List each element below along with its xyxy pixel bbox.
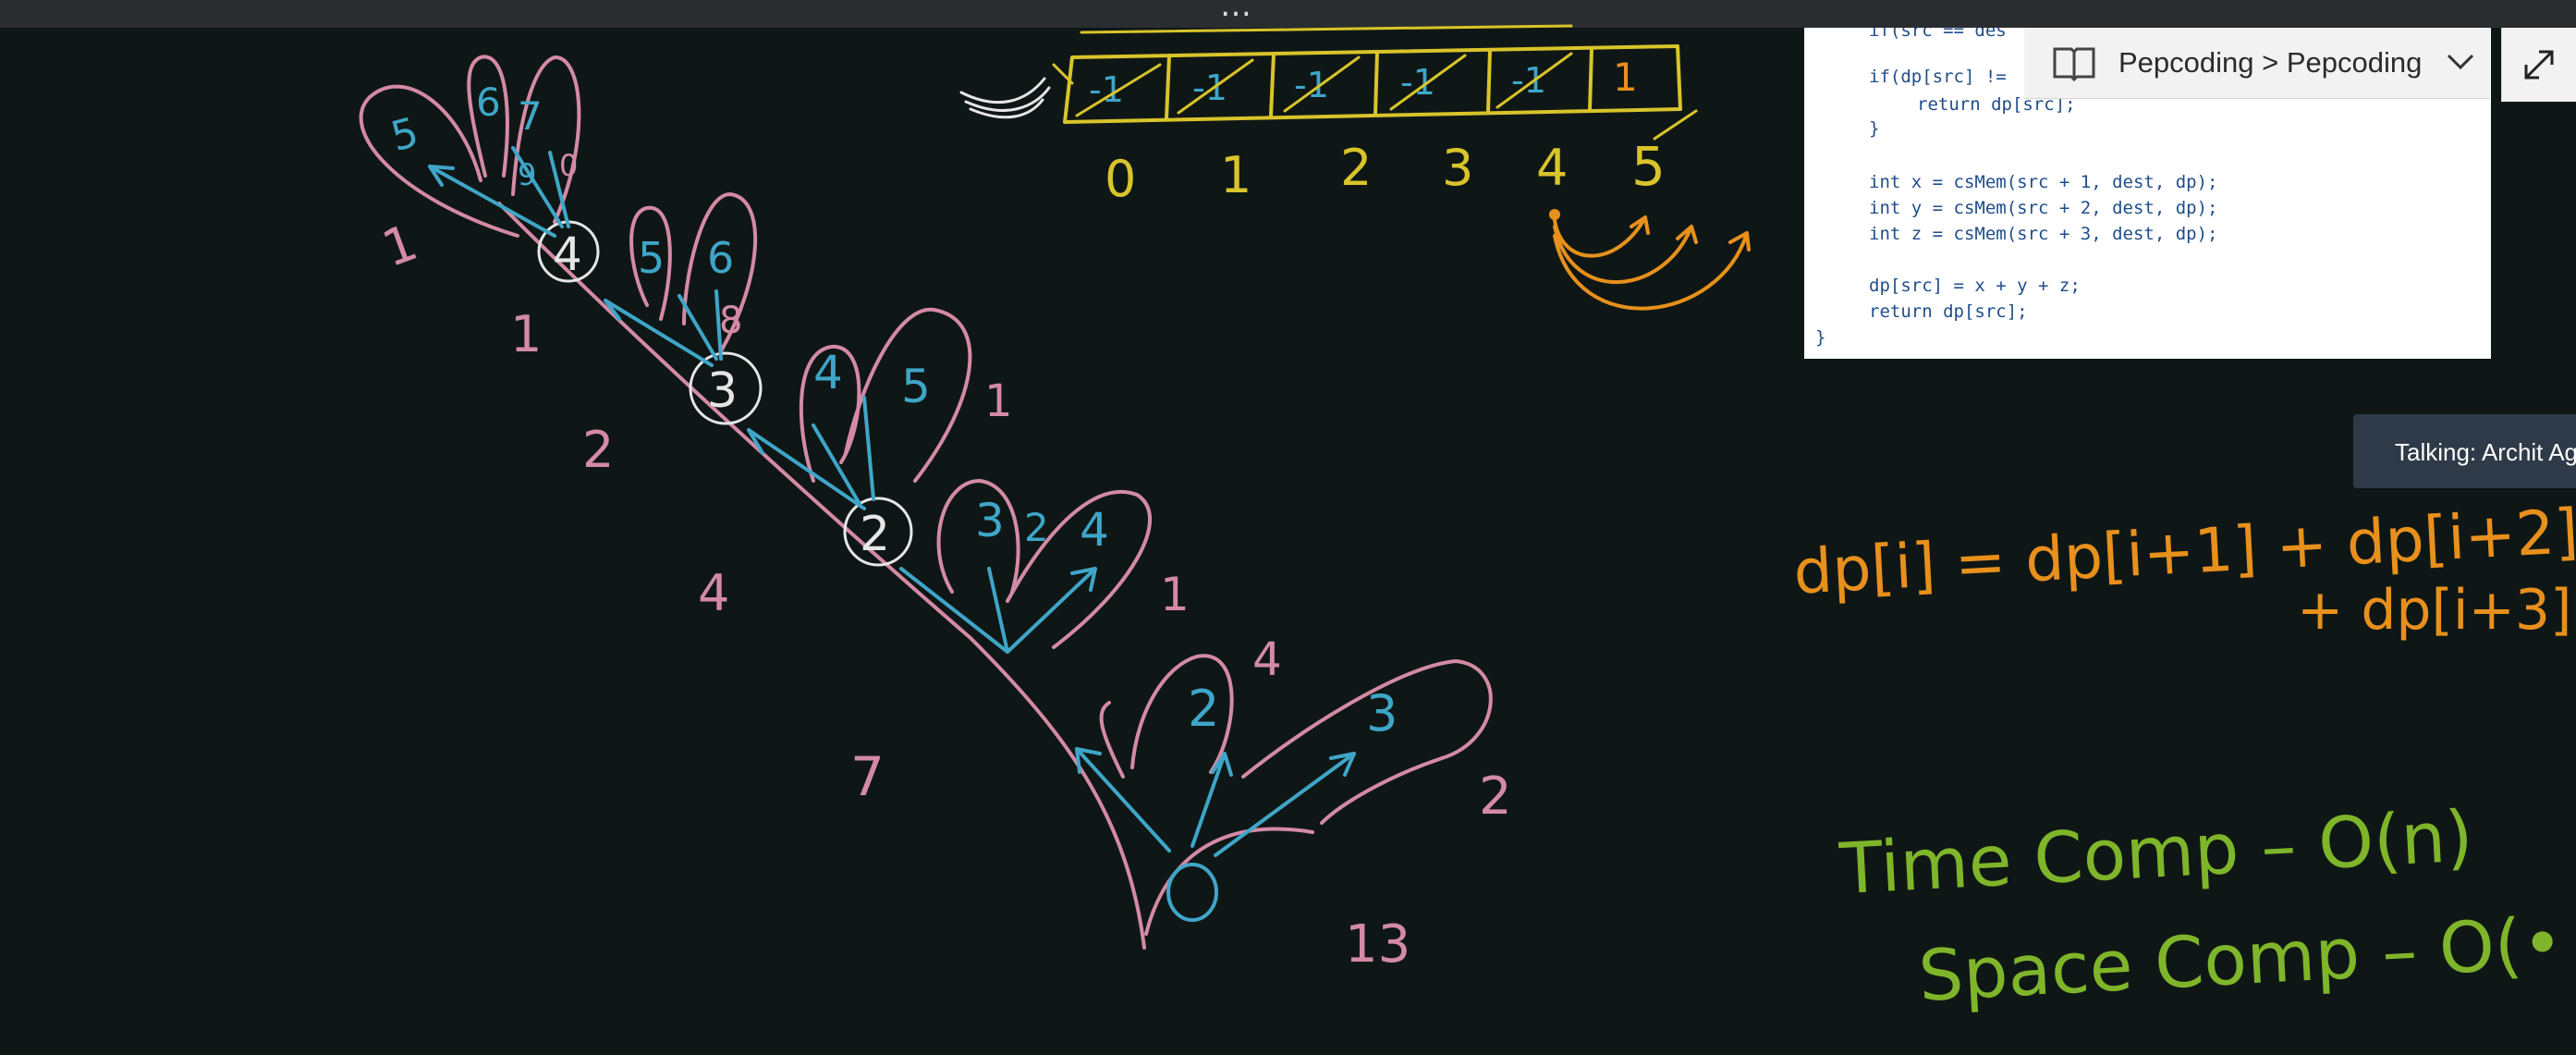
edge-arrow	[747, 428, 866, 510]
tab-title[interactable]: Pepcoding > Pepcoding	[2118, 46, 2423, 79]
space-complexity: Space Comp – O(•	[1917, 902, 2566, 1017]
dp-index: 3	[1442, 139, 1473, 197]
side-count: 1	[510, 305, 542, 363]
dp-index: 2	[1340, 139, 1372, 197]
more-options-icon[interactable]: …	[1220, 0, 1253, 24]
orange-arrow	[1553, 225, 1698, 285]
trunk-stroke	[497, 202, 1146, 950]
edge-arrow	[678, 289, 723, 361]
side-count: 1	[375, 213, 425, 278]
speaker-indicator: Talking: Archit Aggarwal	[2353, 414, 2576, 488]
time-complexity: Time Comp – O(n)	[1837, 794, 2474, 910]
branch-label: 4	[1080, 503, 1109, 557]
tree-node-root-circle	[1166, 863, 1218, 922]
code-line: return dp[src];	[1917, 94, 2076, 115]
edge-arrow	[1214, 752, 1356, 857]
petal-stroke	[1241, 659, 1493, 825]
orange-arrow	[1553, 215, 1650, 258]
branch-label: 2	[1188, 680, 1219, 738]
edge-arrow	[1075, 747, 1171, 853]
side-count: 1	[984, 375, 1013, 427]
side-count: 7	[850, 745, 885, 808]
code-line: int x = csMem(src + 1, dest, dp);	[1869, 172, 2218, 192]
code-line: if(dp[src] !=	[1869, 67, 2007, 87]
tree-node-label: 4	[553, 227, 582, 281]
branch-label: 5	[386, 109, 423, 162]
code-line: }	[1869, 118, 1880, 139]
tree-node-circle	[689, 351, 763, 425]
branch-label: 5	[901, 360, 931, 413]
expand-button[interactable]	[2501, 28, 2576, 102]
branch-label: 6	[476, 80, 501, 125]
side-count: 2	[1479, 767, 1512, 827]
petal-stroke	[629, 205, 672, 321]
dp-index: 4	[1536, 139, 1568, 197]
side-count: 4	[1252, 632, 1282, 686]
tree-node-circle	[843, 497, 913, 567]
chevron-down-icon[interactable]	[2446, 52, 2475, 72]
tree-node-label: 2	[860, 507, 890, 562]
code-line: if(src == des	[1869, 28, 2007, 41]
petal-stroke	[359, 84, 519, 238]
petal-stroke	[511, 55, 581, 224]
side-count: 2	[582, 421, 614, 479]
expand-icon	[2524, 50, 2554, 80]
dp-index-5-tick	[1653, 109, 1698, 141]
petal-stroke	[1006, 489, 1153, 649]
branch-label: 0	[559, 148, 578, 183]
dp-array-overflow	[1052, 24, 1573, 85]
petal-stroke	[844, 307, 972, 483]
petal-stroke	[936, 479, 1020, 594]
branch-label: 4	[813, 346, 843, 399]
branch-label: 3	[1366, 684, 1398, 742]
window-top-bar: …	[0, 0, 2576, 28]
dp-index: 1	[1220, 146, 1251, 204]
branch-label: 5	[638, 233, 665, 283]
petal-stroke	[467, 55, 509, 178]
dp-index: 5	[1631, 135, 1666, 198]
code-line: return dp[src];	[1869, 301, 2028, 322]
orange-dot	[1549, 209, 1560, 220]
trunk-stroke-2	[1144, 827, 1314, 936]
side-count: 4	[698, 564, 729, 622]
code-line: }	[1815, 327, 1826, 348]
edge-arrow	[428, 165, 556, 238]
branch-label: 7	[518, 93, 543, 139]
dp-index: 0	[1105, 150, 1136, 208]
branch-label: 6	[707, 233, 734, 283]
edge-arrow	[1190, 752, 1233, 848]
tab-title-bar[interactable]	[2024, 28, 2490, 99]
side-count: 1	[1160, 568, 1190, 621]
speaker-label: Talking: Archit Aggarwal	[2395, 438, 2576, 466]
branch-label: 2	[1024, 505, 1049, 550]
code-line: int y = csMem(src + 2, dest, dp);	[1869, 198, 2218, 218]
side-count: 13	[1345, 914, 1410, 975]
edge-arrow	[604, 299, 714, 367]
dp-array-dividers	[1165, 46, 1593, 120]
branch-label: 3	[975, 494, 1005, 547]
petal-stroke	[1099, 701, 1125, 779]
branch-label: 9	[518, 157, 536, 192]
pointer-scribble	[959, 77, 1051, 119]
reading-view-icon[interactable]	[2052, 44, 2096, 81]
recurrence-line-2: + dp[i+3]	[2297, 578, 2571, 643]
code-line: dp[src] = x + y + z;	[1869, 276, 2081, 296]
tree-node-label: 3	[707, 363, 738, 419]
edge-arrow	[899, 567, 1097, 654]
edge-arrow	[812, 396, 875, 506]
petal-stroke	[682, 192, 758, 353]
orange-arrow	[1553, 231, 1751, 311]
branch-label: 8	[719, 300, 742, 342]
dp-array-box	[1063, 44, 1682, 124]
dp-cell: -1	[1192, 67, 1227, 108]
code-line: int z = csMem(src + 3, dest, dp);	[1869, 224, 2218, 244]
dp-cell: 1	[1613, 55, 1638, 100]
edge-arrow	[511, 146, 570, 228]
petal-stroke	[1130, 654, 1234, 774]
dp-strike	[1075, 52, 1573, 117]
